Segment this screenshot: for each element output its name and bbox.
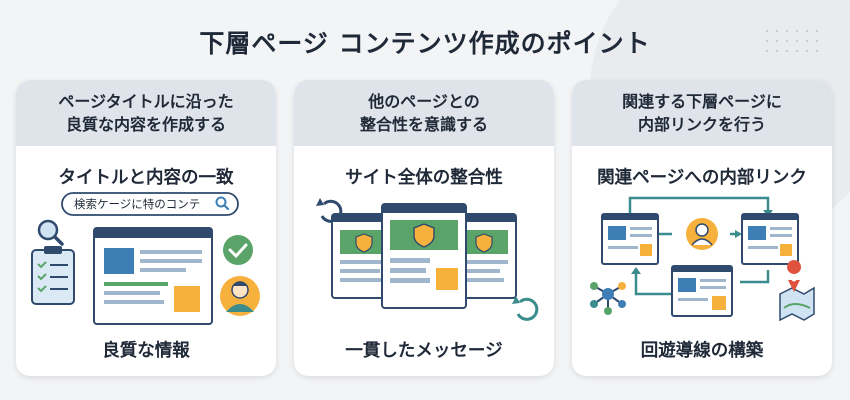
search-bar: 検索ケージに特のコンテ [61,192,239,216]
card-site-consistency: 他のページとの 整合性を意識する サイト全体の整合性 [294,80,554,376]
card-header-line2: 良質な内容を作成する [65,115,226,134]
card-subheading: タイトルと内容の一致 [58,168,234,188]
check-bubble-icon [223,235,253,265]
card-header-line2: 内部リンクを行う [637,115,766,134]
card-footer: 一貫したメッセージ [345,341,503,361]
card-internal-links: 関連する下層ページに 内部リンクを行う 関連ページへの内部リンク [572,80,832,376]
search-bar-text: 検索ケージに特のコンテ [74,197,200,211]
linked-page-bottom [671,265,733,317]
linked-page-right [741,213,799,265]
user-circle-icon [686,218,718,250]
user-avatar-icon [220,276,260,316]
sync-icon [512,296,539,321]
search-icon [215,196,230,211]
card-footer: 回遊導線の構築 [640,341,764,361]
card-header-line1: 関連する下層ページに [622,91,782,111]
magnifier-icon [37,219,64,246]
network-icon [590,282,626,315]
map-pin-icon [779,260,815,322]
card-header-line1: ページタイトルに沿った [58,91,234,111]
page-title: 下層ページ コンテンツ作成のポイント [199,29,651,58]
linked-page-left [601,213,659,265]
refresh-icon [316,198,343,223]
card-header: 関連する下層ページに 内部リンクを行う [572,80,832,146]
card-title-match: ページタイトルに沿った 良質な内容を作成する タイトルと内容の一致 検索ケージに… [16,80,276,376]
card-header-line2: 整合性を意識する [359,115,488,134]
checklist-icon [31,246,75,305]
card-header: ページタイトルに沿った 良質な内容を作成する [16,80,276,146]
card-subheading: サイト全体の整合性 [345,168,503,188]
internal-link-illustration [590,196,815,322]
title-match-illustration: 検索ケージに特のコンテ [31,192,260,325]
background-dots [762,26,822,56]
card-header-line1: 他のページとの [368,91,480,111]
card-header: 他のページとの 整合性を意識する [294,80,554,146]
consistency-illustration [316,198,539,321]
card-subheading: 関連ページへの内部リンク [597,168,807,188]
page-card-center [381,203,467,309]
page-card-left [331,213,397,299]
webpage-illustration [93,227,213,325]
card-footer: 良質な情報 [102,341,190,361]
